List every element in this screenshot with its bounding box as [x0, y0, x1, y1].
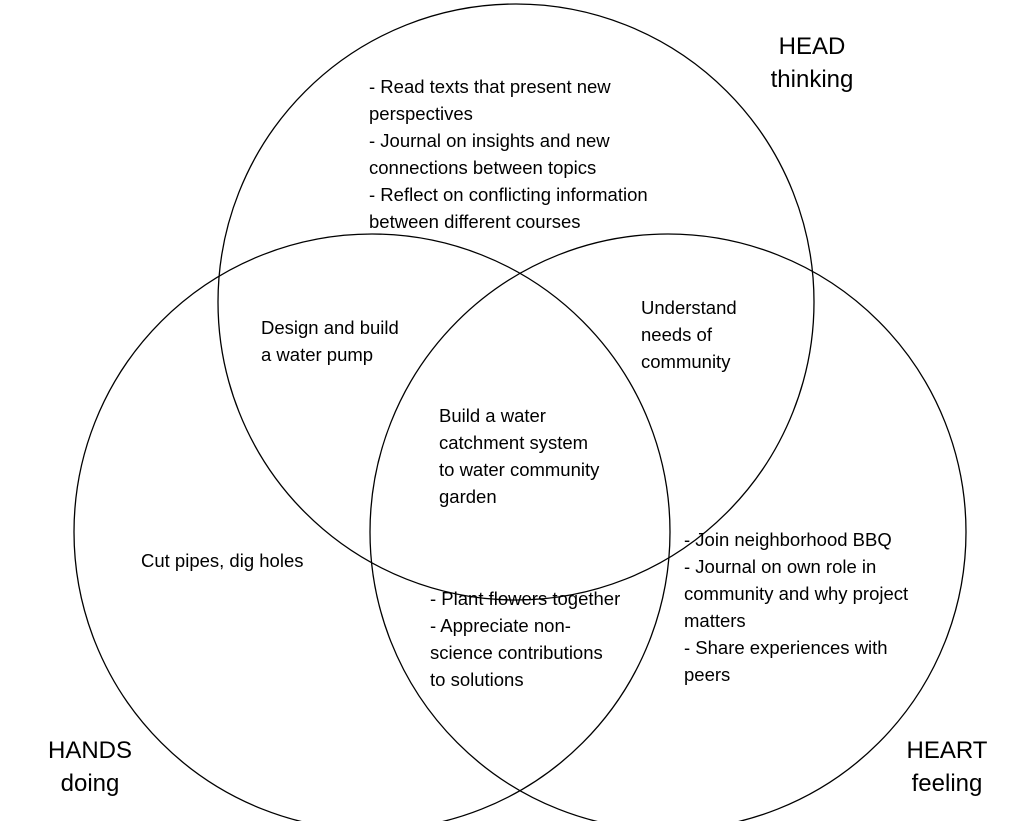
heart-only-line: - Journal on own role in [684, 556, 877, 577]
heart-only-text: - Join neighborhood BBQ - Journal on own… [684, 526, 908, 688]
hands-heart-line: science contributions [430, 642, 603, 663]
center-line: garden [439, 486, 497, 507]
head-heart-line: Understand [641, 297, 737, 318]
hands-circle [73, 233, 671, 821]
head-hands-text: Design and build a water pump [261, 314, 399, 368]
center-line: Build a water [439, 405, 546, 426]
head-subtitle: thinking [770, 66, 854, 93]
hands-heart-line: - Plant flowers together [430, 588, 621, 609]
heart-only-line: - Share experiences with [684, 637, 888, 658]
hands-subtitle: doing [60, 770, 120, 797]
hands-label: HANDS doing [38, 734, 142, 800]
head-only-line: - Journal on insights and new [369, 130, 610, 151]
heart-subtitle: feeling [911, 770, 983, 797]
hands-only-text: Cut pipes, dig holes [141, 547, 304, 574]
head-only-line: connections between topics [369, 157, 597, 178]
head-only-line: - Reflect on conflicting information [369, 184, 648, 205]
head-heart-text: Understand needs of community [641, 294, 737, 375]
head-only-line: between different courses [369, 211, 581, 232]
heart-only-line: community and why project [684, 583, 909, 604]
head-hands-line: Design and build [261, 317, 399, 338]
hands-heart-line: - Appreciate non- [430, 615, 571, 636]
heart-only-line: matters [684, 610, 746, 631]
head-heart-line: needs of [641, 324, 712, 345]
head-only-line: perspectives [369, 103, 473, 124]
heart-title: HEART [906, 737, 988, 764]
heart-only-line: peers [684, 664, 731, 685]
center-line: to water community [439, 459, 600, 480]
head-circle [217, 3, 815, 601]
heart-label: HEART feeling [895, 734, 999, 800]
center-text: Build a water catchment system to water … [439, 402, 599, 510]
head-only-text: - Read texts that present new perspectiv… [369, 73, 648, 235]
heart-circle [369, 233, 967, 821]
head-heart-line: community [641, 351, 731, 372]
hands-heart-text: - Plant flowers together - Appreciate no… [430, 585, 620, 693]
heart-only-line: - Join neighborhood BBQ [684, 529, 892, 550]
head-only-line: - Read texts that present new [369, 76, 611, 97]
center-line: catchment system [439, 432, 589, 453]
hands-heart-line: to solutions [430, 669, 524, 690]
hands-title: HANDS [47, 737, 132, 764]
head-title: HEAD [778, 33, 846, 60]
head-hands-line: a water pump [261, 344, 374, 365]
head-label: HEAD thinking [760, 30, 864, 96]
hands-only-line: Cut pipes, dig holes [141, 550, 304, 571]
